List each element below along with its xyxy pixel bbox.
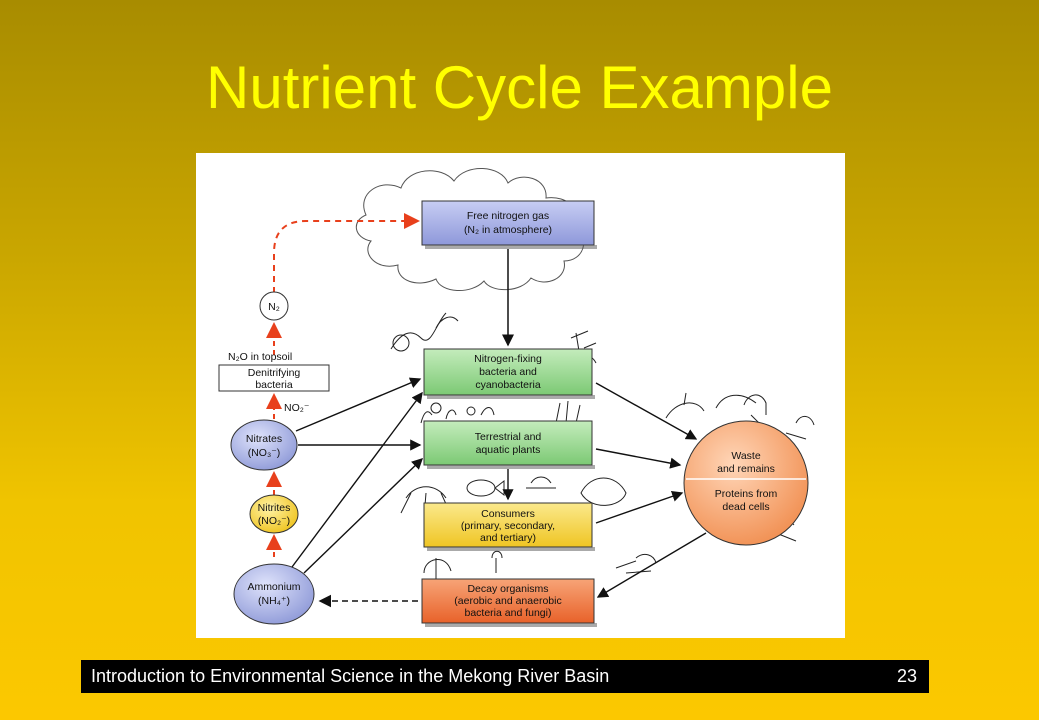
svg-text:bacteria and: bacteria and [479,366,537,378]
denitrifying-bacteria-box: Denitrifying bacteria [218,364,330,392]
svg-text:(NO₂⁻): (NO₂⁻) [258,515,290,527]
svg-text:(N₂ in atmosphere): (N₂ in atmosphere) [464,224,552,236]
svg-text:Decay organisms: Decay organisms [467,583,548,595]
nitrates-node: Nitrates (NO₃⁻) [230,419,298,471]
consumers-box: Consumers (primary, secondary, and terti… [423,502,595,551]
organism-sketches [390,312,815,583]
svg-text:aquatic plants: aquatic plants [476,444,541,456]
svg-text:(primary, secondary,: (primary, secondary, [461,520,555,532]
nitrites-node: Nitrites (NO₂⁻) [249,494,299,534]
free-nitrogen-gas-box: Free nitrogen gas (N₂ in atmosphere) [421,200,597,249]
terrestrial-plants-box: Terrestrial and aquatic plants [423,420,595,469]
svg-text:(NO₃⁻): (NO₃⁻) [248,447,281,459]
svg-text:bacteria: bacteria [255,379,293,391]
nitrogen-fixing-box: Nitrogen-fixing bacteria and cyanobacter… [423,348,595,399]
waste-node: Waste and remains Proteins from dead cel… [683,420,809,546]
no2-label: NO₂⁻ [284,402,310,414]
footer-text: Introduction to Environmental Science in… [91,666,610,686]
n2-node: N₂ [259,291,289,321]
svg-text:Ammonium: Ammonium [247,581,300,593]
svg-text:Consumers: Consumers [481,508,535,520]
footer-bar: Introduction to Environmental Science in… [81,660,929,693]
svg-text:Waste: Waste [731,450,761,462]
svg-text:and tertiary): and tertiary) [480,532,536,544]
slide-title: Nutrient Cycle Example [206,54,833,121]
svg-text:(aerobic and anaerobic: (aerobic and anaerobic [454,595,561,607]
svg-text:Proteins from: Proteins from [715,488,778,500]
svg-text:bacteria and fungi): bacteria and fungi) [465,607,552,619]
svg-text:Nitrogen-fixing: Nitrogen-fixing [474,353,542,365]
svg-text:dead cells: dead cells [722,501,769,513]
svg-text:Nitrites: Nitrites [258,502,291,514]
nitrogen-cycle-diagram: Free nitrogen gas (N₂ in atmosphere) N₂ … [196,153,845,638]
decay-organisms-box: Decay organisms (aerobic and anaerobic b… [421,578,597,627]
svg-text:Free nitrogen gas: Free nitrogen gas [467,210,549,222]
n2o-label: N₂O in topsoil [228,351,292,363]
page-number: 23 [896,666,917,686]
svg-text:cyanobacteria: cyanobacteria [475,379,541,391]
ammonium-node: Ammonium (NH₄⁺) [233,563,315,625]
svg-text:N₂: N₂ [268,301,280,313]
svg-text:(NH₄⁺): (NH₄⁺) [258,595,290,607]
svg-text:Denitrifying: Denitrifying [248,367,301,379]
svg-text:Nitrates: Nitrates [246,433,282,445]
svg-text:Terrestrial and: Terrestrial and [475,431,542,443]
svg-text:and remains: and remains [717,463,775,475]
